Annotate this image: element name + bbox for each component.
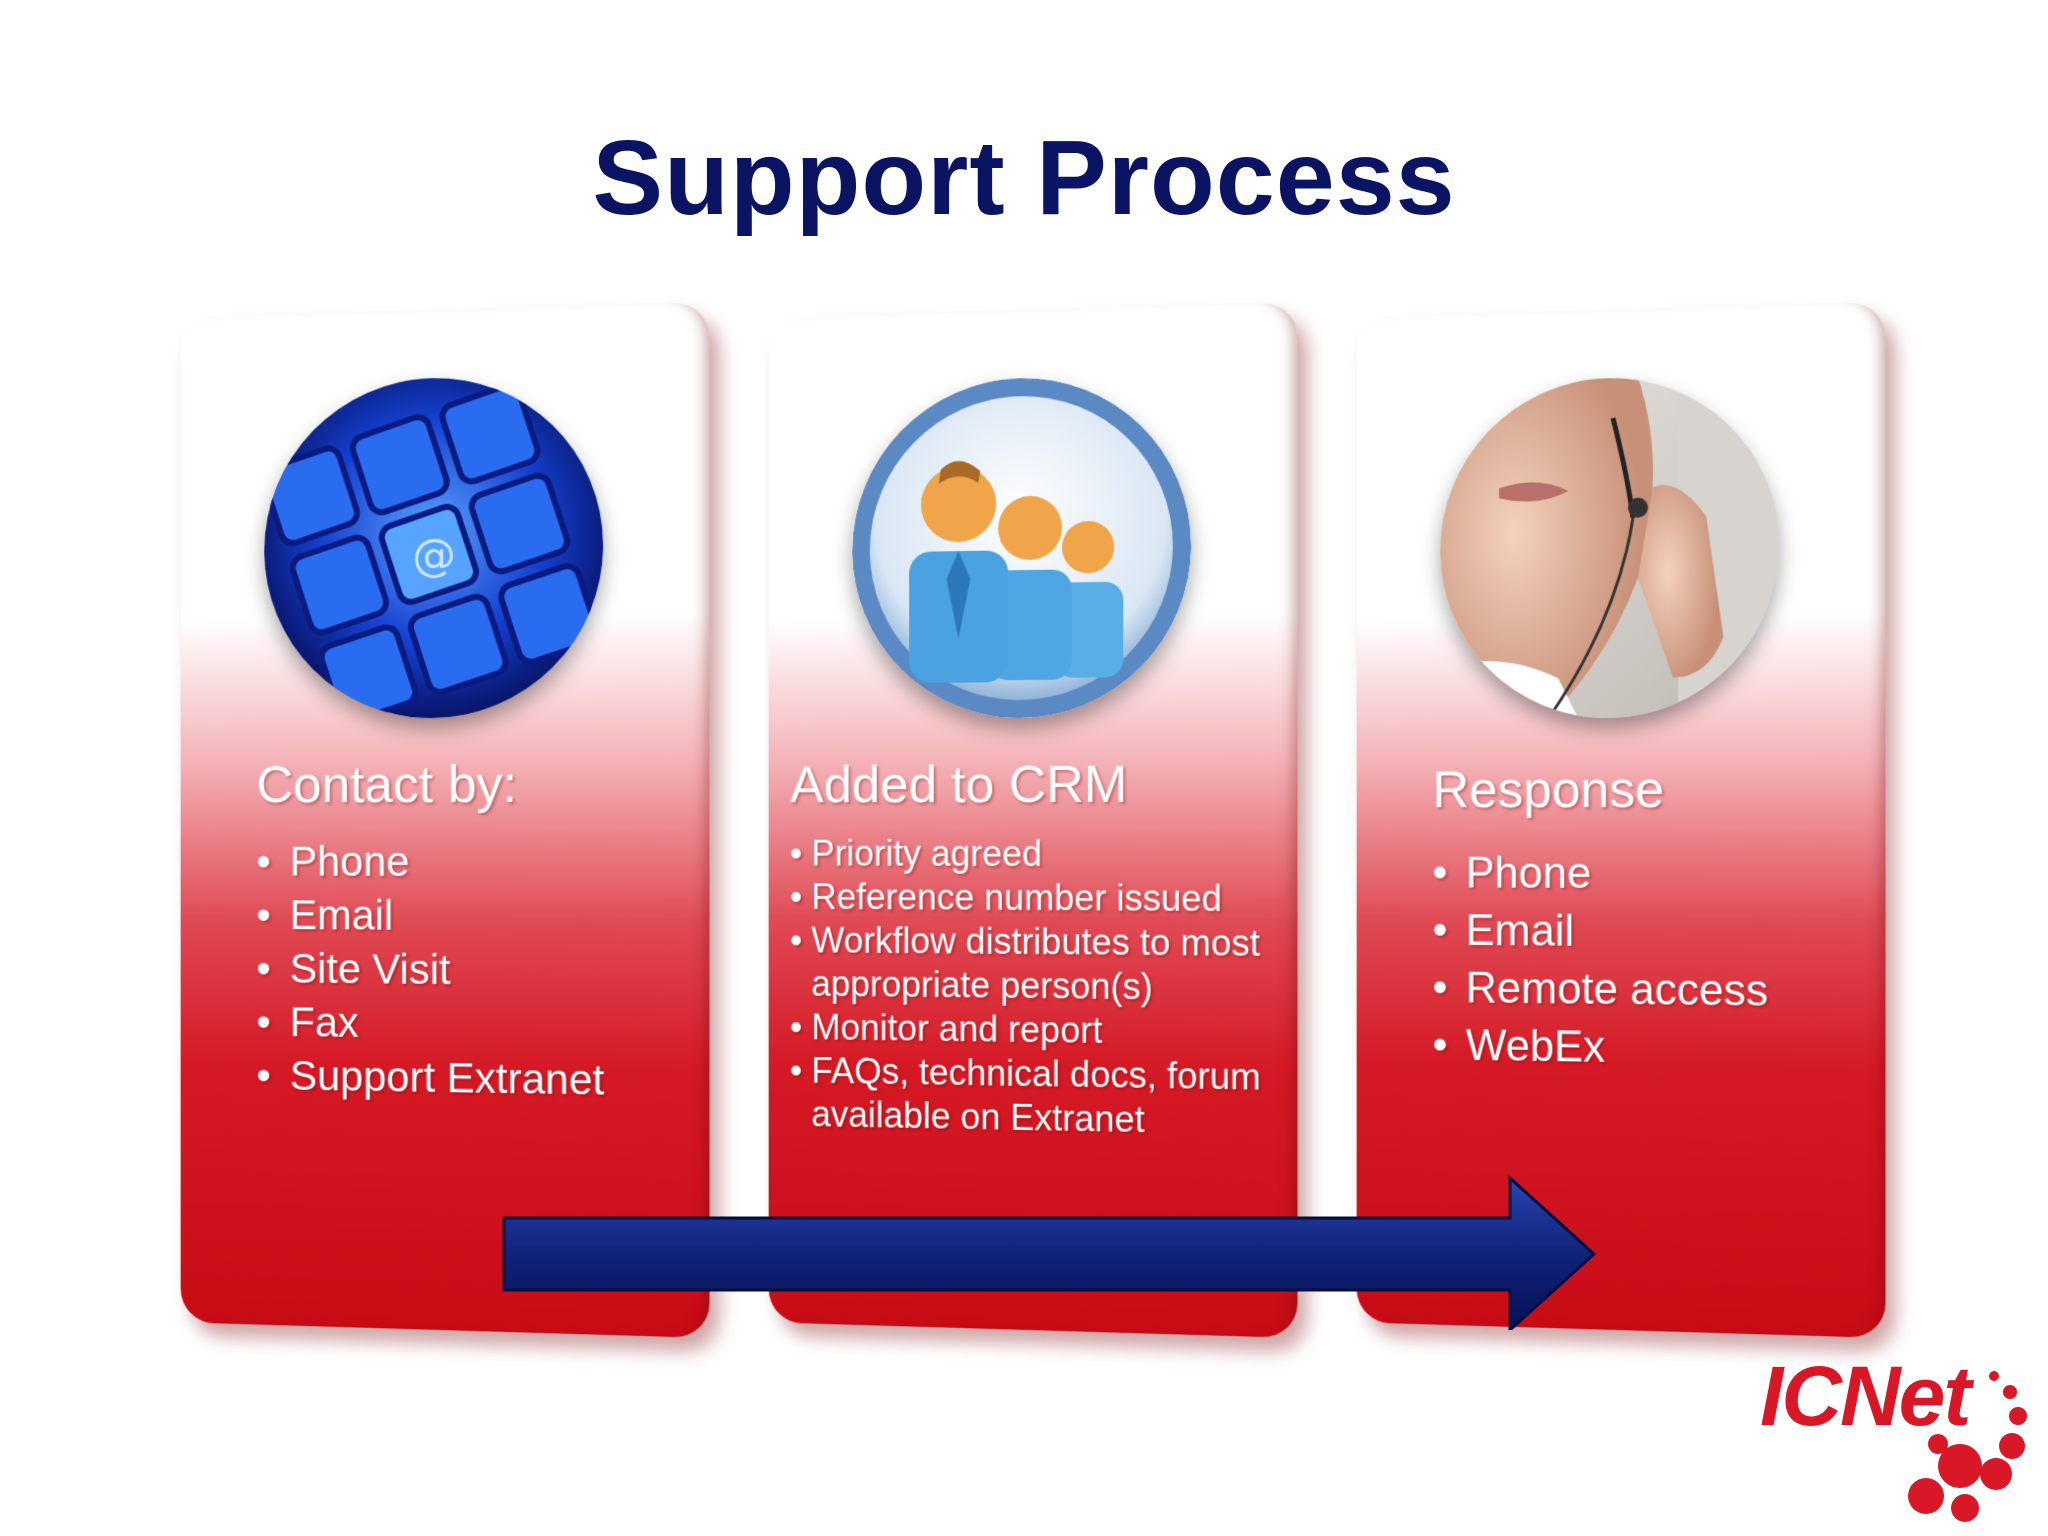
process-arrow-icon [502, 1174, 1597, 1330]
card-list: Priority agreed Reference number issued … [790, 832, 1289, 1145]
svg-text:@: @ [412, 530, 456, 581]
card-contact: @ Contact by: Phone Email Site Visit Fax… [180, 302, 710, 1338]
card-heading: Added to CRM [789, 755, 1128, 815]
list-item: Email [256, 888, 604, 944]
people-group-icon [852, 373, 1192, 720]
slide-title: Support Process [592, 119, 1456, 237]
list-item: FAQs, technical docs, forum available on… [790, 1049, 1289, 1145]
icnet-logo: ICNet [1760, 1348, 2046, 1528]
card-list: Phone Email Remote access WebEx [1432, 845, 1768, 1080]
card-response: Response Phone Email Remote access WebEx [1356, 302, 1886, 1338]
card-heading: Response [1432, 760, 1665, 820]
list-item: Monitor and report [790, 1005, 1289, 1055]
list-item: Site Visit [256, 942, 604, 999]
headset-person-icon [1440, 373, 1780, 720]
list-item: WebEx [1432, 1017, 1768, 1079]
card-heading: Contact by: [256, 755, 518, 815]
list-item: Phone [1432, 845, 1768, 904]
card-crm: Added to CRM Priority agreed Reference n… [768, 302, 1298, 1338]
list-item: Workflow distributes to most appropriate… [790, 919, 1289, 1011]
list-item: Reference number issued [790, 875, 1289, 921]
list-item: Phone [256, 835, 604, 890]
keyboard-at-key-icon: @ [264, 373, 604, 720]
list-item: Priority agreed [790, 832, 1289, 877]
list-item: Fax [256, 995, 604, 1053]
list-item: Support Extranet [256, 1049, 605, 1108]
list-item: Email [1432, 902, 1768, 962]
list-item: Remote access [1432, 959, 1768, 1020]
card-list: Phone Email Site Visit Fax Support Extra… [256, 835, 605, 1108]
logo-text: ICNet [1760, 1349, 1971, 1443]
